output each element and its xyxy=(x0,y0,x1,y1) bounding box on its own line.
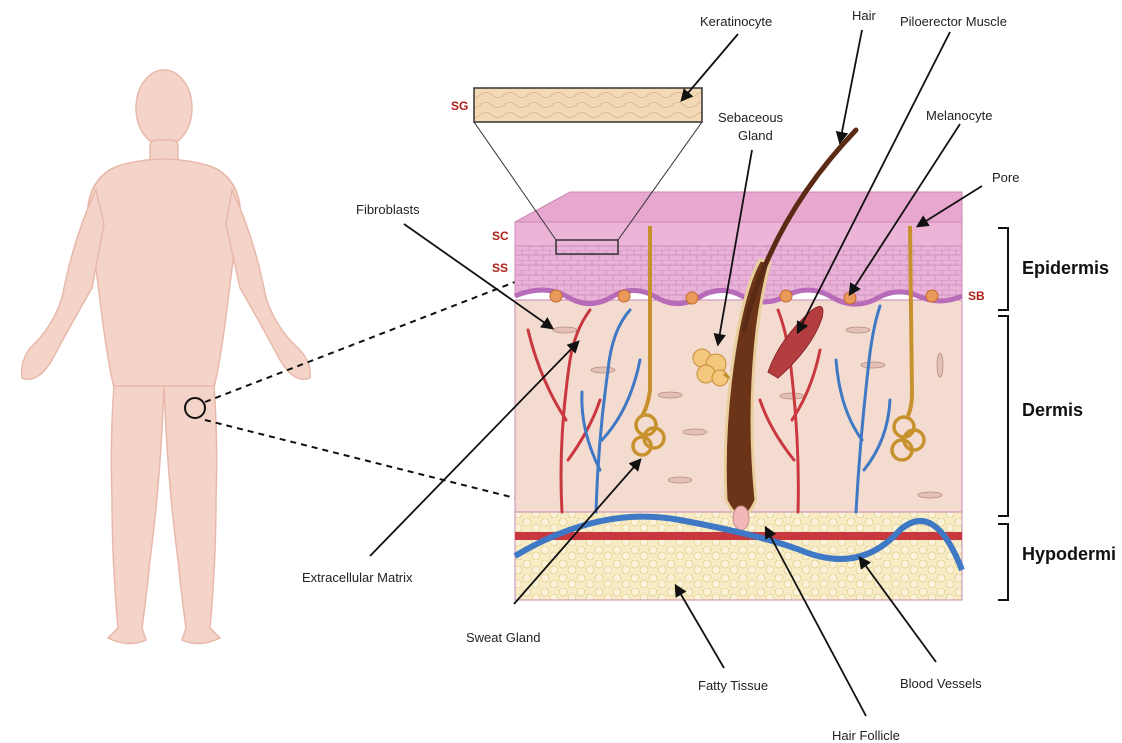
fibroblast-cell xyxy=(683,429,707,435)
body-head xyxy=(136,70,192,146)
label-piloerector-muscle: Piloerector Muscle xyxy=(900,14,1007,29)
label-sebaceous-line1: Sebaceous xyxy=(718,110,784,125)
body-left-leg xyxy=(108,386,164,644)
label-sebaceous-line2: Gland xyxy=(738,128,773,143)
label-keratinocyte: Keratinocyte xyxy=(700,14,772,29)
melanocyte-cell xyxy=(618,290,630,302)
sebaceous-lobe xyxy=(712,370,728,386)
layer-label-ss: SS xyxy=(492,261,508,275)
melanocyte-cell xyxy=(686,292,698,304)
layer-label-sb: SB xyxy=(968,289,985,303)
label-extracellular-matrix: Extracellular Matrix xyxy=(302,570,413,585)
dermis-bracket xyxy=(998,316,1008,516)
body-right-arm xyxy=(226,190,310,379)
fibroblast-cell xyxy=(668,477,692,483)
body-left-arm xyxy=(22,190,104,379)
label-sweat-gland: Sweat Gland xyxy=(466,630,540,645)
label-hair: Hair xyxy=(852,8,877,23)
skin-section xyxy=(515,130,962,600)
skin-top-face xyxy=(515,192,962,222)
fibroblast-cell xyxy=(658,392,682,398)
sg-zoom-box xyxy=(474,88,702,122)
layer-label-sg: SG xyxy=(451,99,468,113)
layer-title-dermis: Dermis xyxy=(1022,400,1083,420)
body-right-leg xyxy=(164,386,220,644)
hair-bulb-papilla xyxy=(733,506,749,530)
melanocyte-cell xyxy=(780,290,792,302)
human-body-figure xyxy=(22,70,311,644)
hypodermis-bracket xyxy=(998,524,1008,600)
label-fibroblasts: Fibroblasts xyxy=(356,202,420,217)
fibroblast-cell xyxy=(553,327,577,333)
melanocyte-cell xyxy=(550,290,562,302)
epidermis-bracket xyxy=(998,228,1008,310)
fibroblast-cell xyxy=(780,393,804,399)
label-fatty-tissue: Fatty Tissue xyxy=(698,678,768,693)
label-blood-vessels: Blood Vessels xyxy=(900,676,982,691)
fibroblast-cell xyxy=(937,353,943,377)
layer-title-hypodermis: Hypodermi xyxy=(1022,544,1116,564)
fibroblast-cell xyxy=(918,492,942,498)
hair-pointer xyxy=(840,30,862,142)
fibroblast-cell xyxy=(846,327,870,333)
body-torso xyxy=(88,159,240,388)
label-hair-follicle: Hair Follicle xyxy=(832,728,900,743)
fibroblast-cell xyxy=(591,367,615,373)
layer-title-epidermis: Epidermis xyxy=(1022,258,1109,278)
fibroblast-cell xyxy=(861,362,885,368)
keratinocyte-pointer xyxy=(682,34,738,100)
label-melanocyte: Melanocyte xyxy=(926,108,992,123)
label-pore: Pore xyxy=(992,170,1019,185)
layer-label-sc: SC xyxy=(492,229,509,243)
zoom-line-bottom xyxy=(205,420,515,498)
melanocyte-cell xyxy=(926,290,938,302)
